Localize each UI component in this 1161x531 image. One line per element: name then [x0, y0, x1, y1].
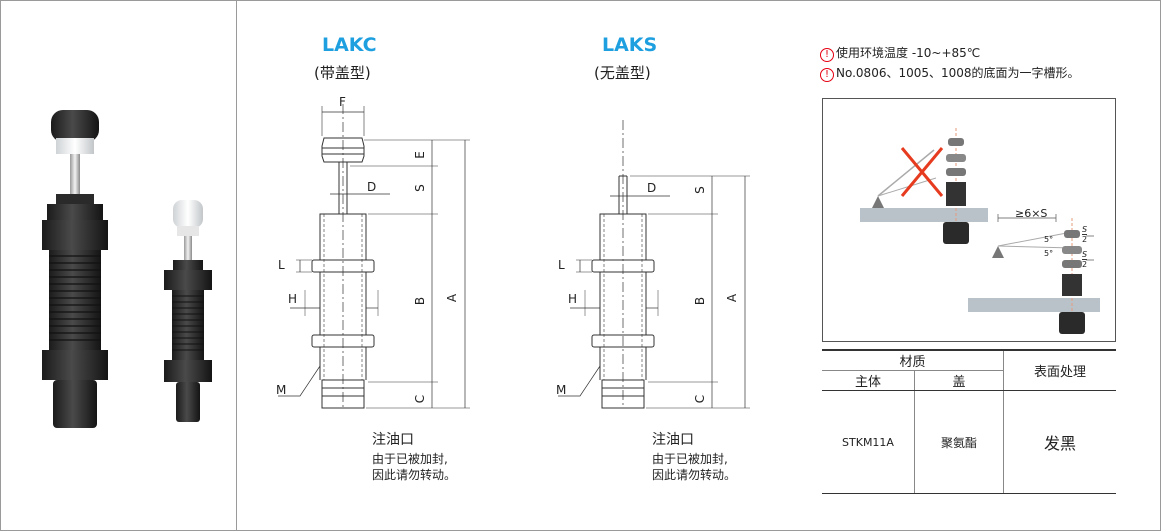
fraction-numerator: S: [1082, 225, 1088, 235]
oil-port-title-lakc: 注油口: [372, 432, 414, 448]
dim-h-laks: H: [568, 292, 578, 306]
dim-a-laks: A: [725, 293, 740, 303]
dim-s-lakc: S: [412, 184, 427, 192]
dim-c-lakc: C: [413, 394, 428, 404]
warning-icon: !: [820, 48, 834, 62]
header-body: 主体: [822, 370, 915, 391]
dim-e-lakc: E: [412, 151, 427, 159]
warning-icon: !: [820, 68, 834, 82]
cell-body-material: STKM11A: [822, 390, 915, 494]
dim-m-lakc: M: [276, 383, 287, 397]
dim-b-lakc: B: [413, 296, 428, 306]
laks-dimension-drawing: [558, 120, 750, 409]
dim-b-laks: B: [693, 296, 708, 306]
oil-port-line1-laks: 由于已被加封,: [652, 452, 728, 466]
oil-port-line2-laks: 因此请勿转动。: [652, 468, 737, 482]
lakc-dimension-drawing: [278, 104, 470, 409]
fraction-denominator: 2: [1082, 260, 1088, 269]
header-material: 材质: [822, 349, 1004, 371]
dim-m-laks: M: [556, 383, 567, 397]
install-angle2-label: 5°: [1044, 249, 1054, 258]
note-slot-bottom-text: No.0806、1005、1008的底面为一字槽形。: [836, 66, 1080, 80]
fraction-numerator: S: [1082, 250, 1088, 260]
install-fraction-upper: S 2: [1082, 225, 1088, 244]
note-temperature: !使用环境温度 -10~+85℃: [820, 44, 980, 62]
oil-port-title-laks: 注油口: [652, 432, 694, 448]
dim-l-lakc: L: [278, 258, 285, 272]
cell-surface-treatment: 发黑: [1003, 390, 1116, 494]
dim-c-laks: C: [693, 394, 708, 404]
header-surface: 表面处理: [1003, 349, 1116, 391]
column-divider: [236, 0, 237, 531]
install-angle1-label: 5°: [1044, 235, 1054, 244]
material-table: 材质 表面处理 主体 盖 STKM11A 聚氨酯 发黑: [822, 349, 1116, 494]
oil-port-line2-lakc: 因此请勿转动。: [372, 468, 457, 482]
model-code-lakc: LAKC: [322, 34, 377, 56]
install-spacing-label: ≥6×S: [1015, 207, 1048, 220]
oil-port-line1-lakc: 由于已被加封,: [372, 452, 448, 466]
install-fraction-lower: S 2: [1082, 250, 1088, 269]
dim-h-lakc: H: [288, 292, 298, 306]
note-slot-bottom: !No.0806、1005、1008的底面为一字槽形。: [820, 64, 1080, 82]
product-photo: [42, 110, 212, 428]
note-temperature-text: 使用环境温度 -10~+85℃: [836, 46, 981, 60]
dim-a-lakc: A: [445, 293, 460, 303]
dim-l-laks: L: [558, 258, 565, 272]
model-code-laks: LAKS: [602, 34, 658, 56]
dim-d-laks: D: [647, 181, 657, 195]
cell-cap-material: 聚氨酯: [914, 390, 1004, 494]
dim-s-laks: S: [692, 186, 707, 194]
fraction-denominator: 2: [1082, 235, 1088, 244]
installation-illustration: [822, 98, 1116, 342]
header-cap: 盖: [914, 370, 1004, 391]
model-type-laks: (无盖型): [594, 64, 651, 82]
dim-d-lakc: D: [367, 180, 377, 194]
model-type-lakc: (带盖型): [314, 64, 371, 82]
dim-f-lakc: F: [339, 95, 346, 109]
